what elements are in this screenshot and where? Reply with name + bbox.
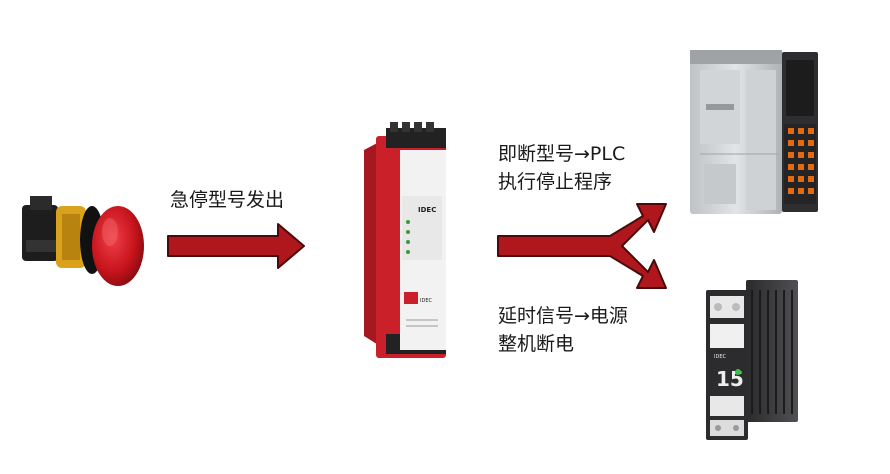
emergency-stop-button (22, 196, 144, 286)
estop-signal-label: 急停型号发出 (170, 186, 284, 214)
plc-signal-label: 即断型号→PLC 执行停止程序 (498, 140, 625, 196)
power-supply-unit: IDEC 15 (706, 280, 798, 440)
relay-brand-label: IDEC (418, 206, 436, 214)
psu-signal-label: 延时信号→电源 整机断电 (498, 302, 628, 358)
safety-relay-module: IDEC IDEC (364, 122, 446, 358)
psu-signal-line2: 整机断电 (498, 333, 575, 355)
plc-signal-line1: 即断型号→PLC (498, 143, 626, 165)
psu-brand-label: IDEC (714, 354, 726, 360)
plc-signal-line2: 执行停止程序 (498, 171, 613, 193)
fork-arrow-relay-to-outputs (497, 203, 667, 289)
relay-logo-label: IDEC (420, 298, 432, 304)
estop-signal-text: 急停型号发出 (170, 189, 285, 211)
psu-signal-line1: 延时信号→电源 (498, 305, 628, 327)
plc-controller (690, 50, 818, 214)
arrow-estop-to-relay (167, 223, 305, 269)
